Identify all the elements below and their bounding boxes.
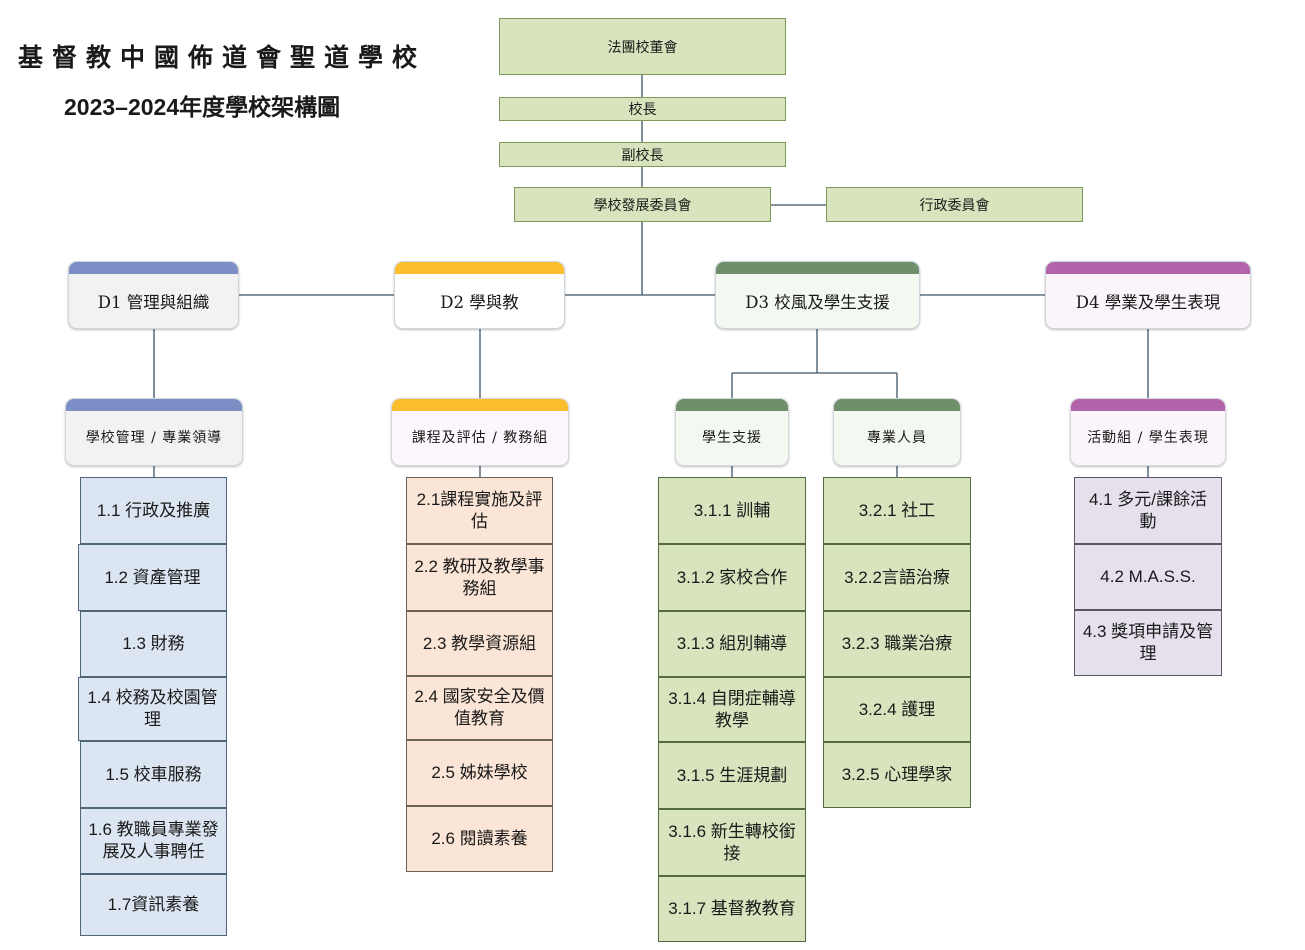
- task-item: 3.2.2言語治療: [823, 544, 971, 611]
- domain-d4-box: D4 學業及學生表現: [1045, 261, 1251, 329]
- group-d3-professional-box: 專業人員: [833, 398, 961, 466]
- group-d3-student-box: 學生支援: [675, 398, 789, 466]
- task-item: 4.3 獎項申請及管理: [1074, 610, 1222, 676]
- task-item: 1.2 資產管理: [78, 544, 227, 611]
- group-d3-professional-cap: [834, 399, 960, 411]
- task-item: 1.1 行政及推廣: [80, 477, 227, 544]
- group-d4-label: 活動組 / 學生表現: [1087, 430, 1209, 446]
- task-item: 1.3 財務: [80, 611, 227, 677]
- group-d3-professional-label: 專業人員: [867, 430, 927, 446]
- domain-d1-cap: [69, 262, 238, 274]
- vice-principal-label: 副校長: [621, 147, 664, 164]
- board-label: 法團校董會: [607, 39, 678, 56]
- group-d2-cap: [392, 399, 568, 411]
- task-item: 3.1.2 家校合作: [658, 544, 806, 611]
- task-item: 2.6 閱讀素養: [406, 806, 553, 872]
- task-item: 3.1.4 自閉症輔導教學: [658, 677, 806, 742]
- task-item: 4.1 多元/課餘活動: [1074, 477, 1222, 544]
- task-item: 1.7資訊素養: [80, 874, 227, 936]
- group-d1-label: 學校管理 / 專業領導: [85, 430, 223, 446]
- task-item: 3.1.6 新生轉校銜接: [658, 809, 806, 876]
- group-d3-student-cap: [676, 399, 788, 411]
- group-d4-box: 活動組 / 學生表現: [1070, 398, 1226, 466]
- task-item: 2.3 教學資源組: [406, 611, 553, 676]
- task-item: 1.5 校車服務: [80, 741, 227, 808]
- vice-principal-box: 副校長: [499, 142, 786, 167]
- group-d1-cap: [66, 399, 242, 411]
- domain-d3-cap: [716, 262, 919, 274]
- task-item: 3.1.1 訓輔: [658, 477, 806, 544]
- task-item: 1.4 校務及校園管理: [78, 677, 227, 741]
- domain-d3-box: D3 校風及學生支援: [715, 261, 920, 329]
- principal-box: 校長: [499, 97, 786, 121]
- task-item: 3.1.5 生涯規劃: [658, 742, 806, 809]
- task-item: 2.5 姊妹學校: [406, 740, 553, 806]
- domain-d2-box: D2 學與教: [394, 261, 565, 329]
- group-d4-cap: [1071, 399, 1225, 411]
- domain-d1-box: D1 管理與組織: [68, 261, 239, 329]
- chart-title: 2023–2024年度學校架構圖: [64, 94, 341, 120]
- task-item: 3.2.1 社工: [823, 477, 971, 544]
- domain-d2-label: D2 學與教: [440, 293, 519, 312]
- group-d2-box: 課程及評估 / 教務組: [391, 398, 569, 466]
- admin-committee-box: 行政委員會: [826, 187, 1083, 222]
- task-item: 4.2 M.A.S.S.: [1074, 544, 1222, 610]
- domain-d4-cap: [1046, 262, 1250, 274]
- task-item: 3.2.5 心理學家: [823, 742, 971, 808]
- admin-committee-label: 行政委員會: [919, 197, 990, 214]
- dev-committee-box: 學校發展委員會: [514, 187, 771, 222]
- group-d1-box: 學校管理 / 專業領導: [65, 398, 243, 466]
- group-d2-label: 課程及評估 / 教務組: [411, 430, 549, 446]
- domain-d3-label: D3 校風及學生支援: [745, 293, 890, 312]
- task-item: 3.2.3 職業治療: [823, 611, 971, 677]
- task-item: 3.1.7 基督教教育: [658, 876, 806, 942]
- task-item: 3.1.3 組別輔導: [658, 611, 806, 677]
- domain-d2-cap: [395, 262, 564, 274]
- task-item: 2.4 國家安全及價值教育: [406, 676, 553, 740]
- task-item: 3.2.4 護理: [823, 677, 971, 742]
- domain-d4-label: D4 學業及學生表現: [1075, 293, 1221, 312]
- task-item: 1.6 教職員專業發展及人事聘任: [80, 808, 227, 874]
- domain-d1-label: D1 管理與組織: [97, 293, 210, 312]
- school-name: 基督教中國佈道會聖道學校: [18, 43, 427, 72]
- board-box: 法團校董會: [499, 18, 786, 75]
- task-item: 2.2 教研及教學事務組: [406, 544, 553, 611]
- group-d3-student-label: 學生支援: [702, 430, 762, 446]
- task-item: 2.1課程實施及評估: [406, 477, 553, 544]
- principal-label: 校長: [628, 102, 657, 118]
- dev-committee-label: 學校發展委員會: [593, 197, 692, 214]
